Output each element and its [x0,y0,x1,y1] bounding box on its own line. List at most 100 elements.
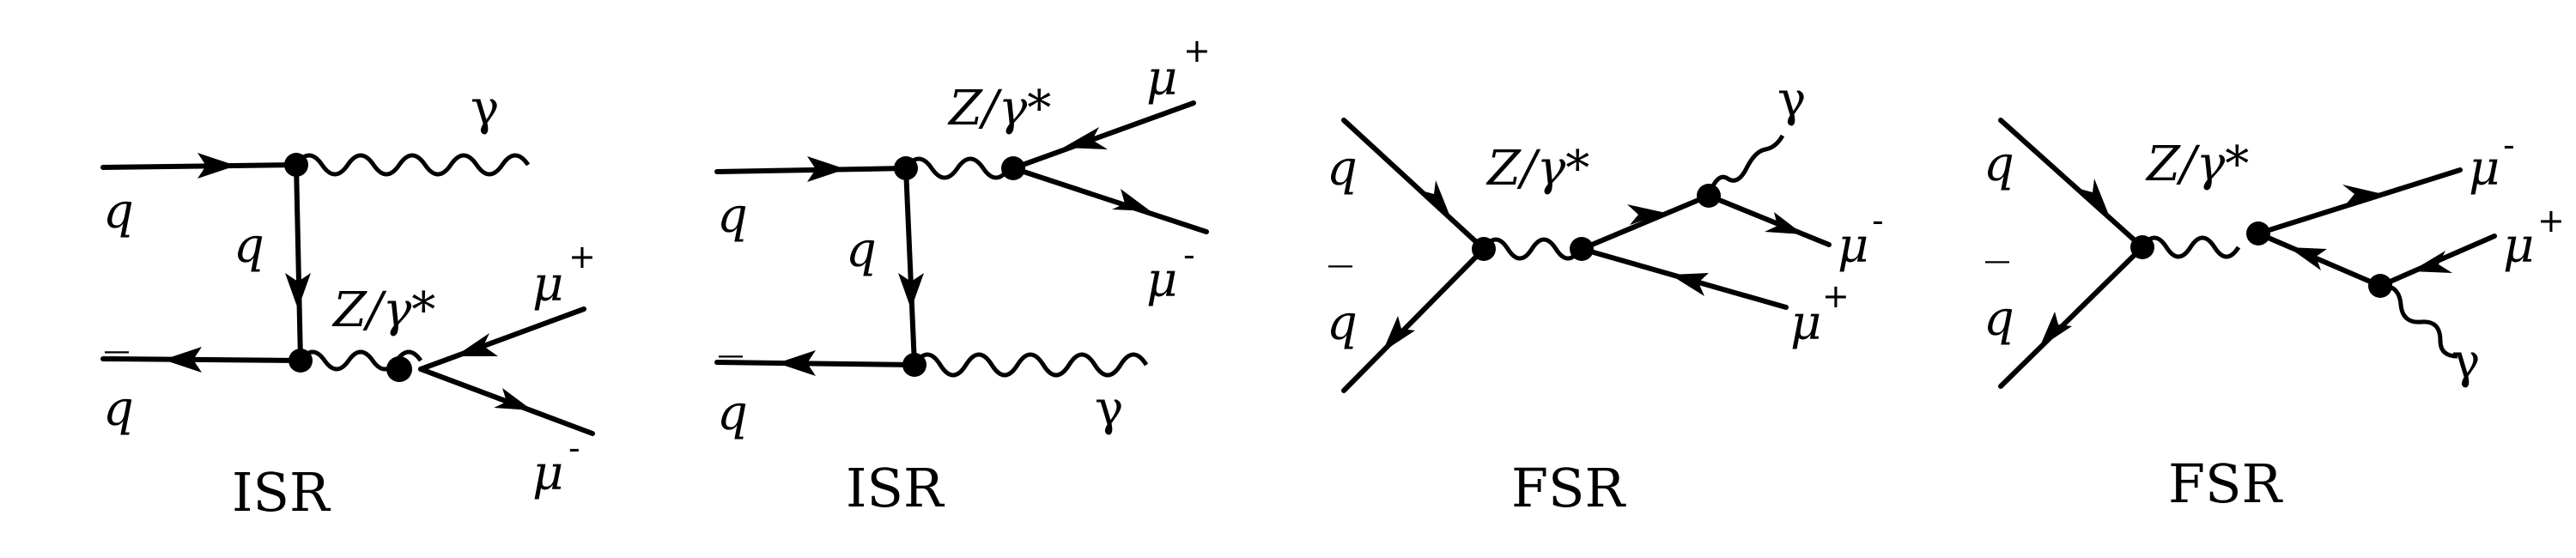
label-mu: μ [2469,141,2500,197]
label-qbar: q [717,385,748,441]
photon-line [294,153,531,177]
arrow [1670,273,1709,296]
label-q: q [234,218,264,274]
antiquark-line [1998,245,2145,389]
muon-plus-line [2256,231,2383,288]
arrow [455,333,498,356]
arrow [163,347,202,373]
arrow [1421,180,1451,219]
label-z-gamma: Z/γ* [947,81,1051,136]
label-bar: ‾ [1328,258,1352,314]
vertex [386,356,412,382]
arrow [807,156,846,182]
label-mu: μ [532,446,563,501]
label-mu: μ [1146,252,1177,308]
label-mu: μ [1790,295,1821,351]
label-gamma: γ [1095,381,1123,437]
arrow [285,273,311,309]
quark-propagator [903,166,917,367]
antiquark-line [1341,246,1486,393]
label-qbar: q [1327,295,1358,351]
muon-plus-line [418,306,586,372]
label-q: q [103,184,134,240]
muon-minus-line [1011,166,1209,234]
arrow [494,388,532,410]
arrow [1063,127,1108,149]
muon-minus-line [2256,167,2463,236]
arrow [197,153,236,179]
label-bar: ‾ [719,349,743,404]
diagram-fsr-1: q q ‾ Z/γ* γ μ - μ + FSR [1327,72,1884,519]
label-gamma: γ [1777,72,1806,128]
label-bar: ‾ [105,344,129,400]
z-gamma-line [2140,235,2241,259]
incoming-quark-line [1341,118,1486,252]
label-q: q [1327,141,1358,197]
muon-plus-line [1011,100,1196,171]
arrow [777,350,816,376]
label-plus: + [1183,32,1211,70]
label-z-gamma: Z/γ* [331,282,435,338]
vertex [2368,274,2392,298]
vertex [2246,221,2270,246]
label-z-gamma: Z/γ* [1485,141,1589,197]
label-q: q [717,188,748,244]
diagram-fsr-2: q q ‾ Z/γ* μ - μ + γ FSR [1984,118,2565,515]
incoming-quark-line [714,166,908,174]
caption: FSR [1511,457,1626,519]
arrow [2411,251,2452,273]
arrow [2342,185,2383,204]
label-gamma: γ [471,81,499,136]
caption: ISR [232,461,331,524]
label-mu: μ [532,257,563,312]
label-q: q [1984,136,2014,192]
arrow [898,273,924,309]
photon-line [912,352,1149,378]
arrow [2288,247,2327,270]
label-minus: - [1872,202,1884,240]
caption: ISR [846,457,945,519]
arrow [1765,212,1803,234]
label-qbar: q [1984,291,2014,347]
quark-propagator [294,162,303,363]
photon-line [2379,283,2458,359]
diagram-isr-1: q q q ‾ γ Z/γ* μ + μ - ISR [100,81,596,524]
arrow [1382,316,1415,352]
label-mu: μ [1838,218,1868,274]
label-z-gamma: Z/γ* [2145,136,2249,192]
label-plus: + [1822,277,1850,315]
arrow [2039,312,2072,348]
z-gamma-line [903,156,1012,180]
label-mu: μ [2503,218,2534,274]
label-mu: μ [1146,51,1177,106]
vertex [1697,184,1721,208]
muon-minus-line [1706,193,1832,247]
vertex [1472,237,1496,261]
label-q: q [846,222,877,278]
caption: FSR [2168,452,2283,515]
label-minus: - [2503,126,2515,164]
vertex [289,349,313,373]
label-gamma: γ [2451,334,2480,390]
label-minus: - [568,429,580,467]
vertex [902,353,927,377]
label-minus: - [1183,236,1195,274]
label-qbar: q [103,381,134,437]
diagram-isr-2: q q q ‾ Z/γ* μ + μ - γ ISR [714,32,1211,519]
vertex [1570,237,1594,261]
vertex [2130,235,2154,259]
antiquark-line [714,360,917,367]
vertex [1001,156,1025,180]
label-bar: ‾ [1985,254,2009,310]
vertex [284,153,308,177]
arrow [1112,189,1151,211]
vertex [894,156,918,180]
arrow [1627,204,1666,225]
antiquark-line [100,356,303,363]
label-plus: + [568,238,596,276]
arrow [2080,179,2110,217]
z-gamma-line [1481,237,1583,261]
photon-line [1706,134,1785,197]
incoming-quark-line [1998,118,2145,250]
